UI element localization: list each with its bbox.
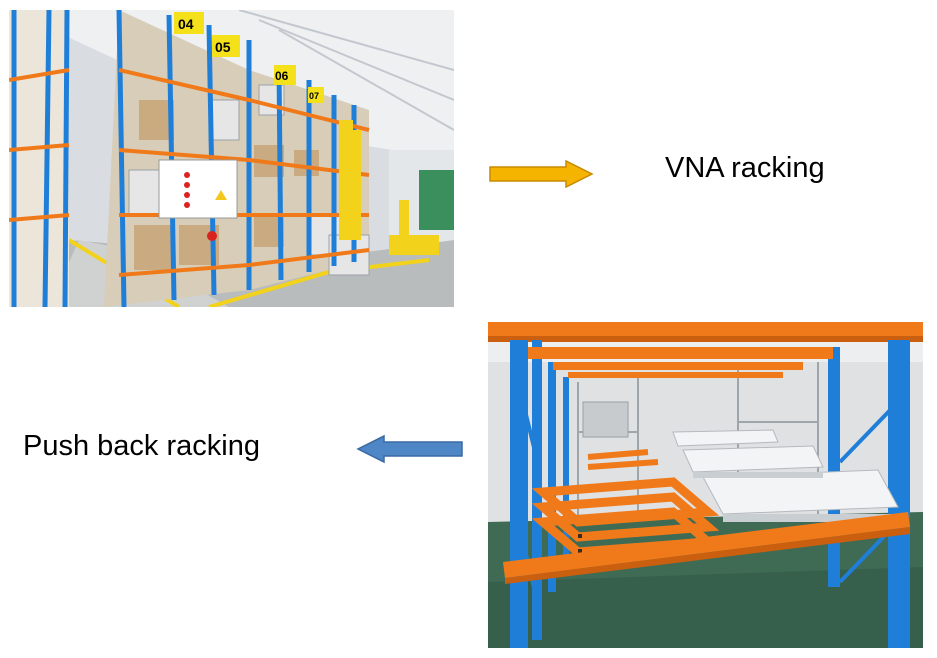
vna-racking-label: VNA racking (665, 152, 825, 184)
rack-number-05: 05 (215, 39, 231, 55)
push-back-racking-photo (488, 322, 923, 648)
push-back-racking-label: Push back racking (23, 430, 260, 462)
rack-number-07: 07 (309, 91, 319, 101)
vna-racking-illustration: 04 05 06 07 (9, 10, 454, 307)
arrow-right-icon (488, 159, 594, 189)
rack-number-04: 04 (178, 16, 194, 32)
push-back-racking-illustration (488, 322, 923, 648)
arrow-left-icon (356, 434, 464, 464)
rack-number-06: 06 (275, 69, 289, 83)
vna-racking-photo: 04 05 06 07 (9, 10, 454, 307)
